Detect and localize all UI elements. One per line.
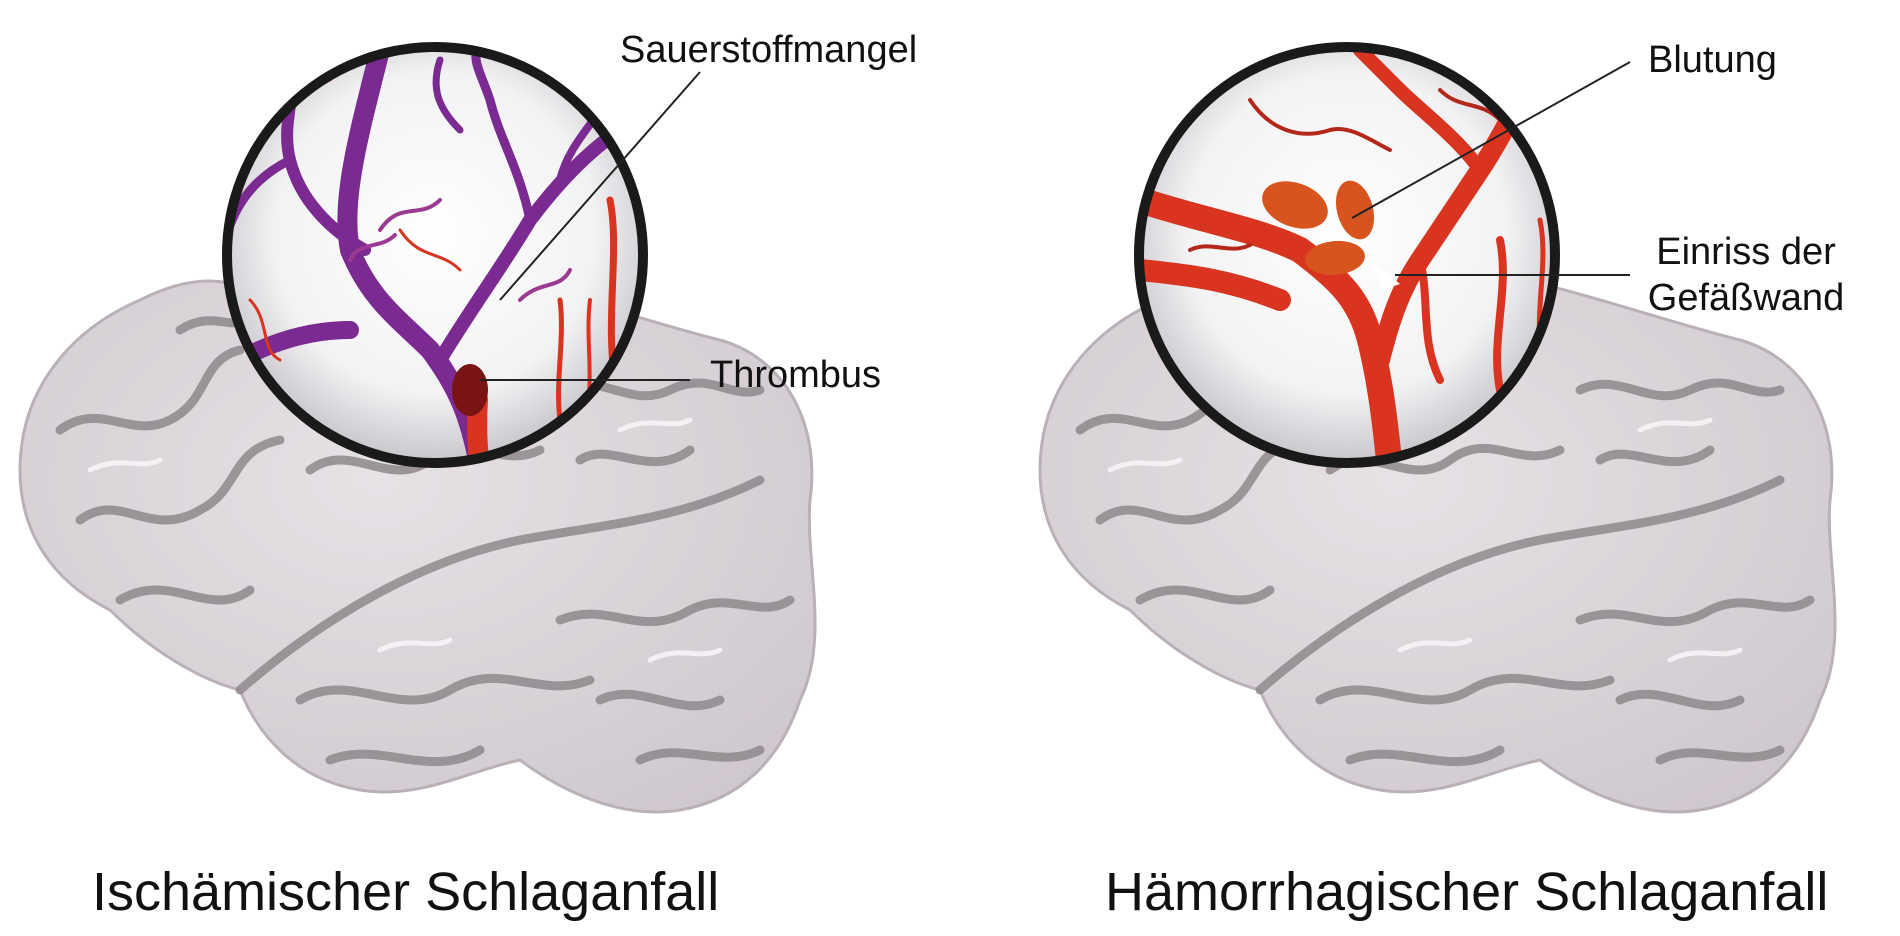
label-tear-line1: Einriss der	[1656, 231, 1836, 273]
label-oxygen-deficiency: Sauerstoffmangel	[620, 29, 918, 71]
magnifier-left	[222, 42, 648, 468]
lens-left-ring	[222, 42, 648, 468]
bleeding-drops	[1262, 180, 1375, 276]
label-vessel-wall-tear: Einriss der Gefäßwand	[1636, 229, 1856, 321]
label-tear-line2: Gefäßwand	[1647, 277, 1845, 319]
vessel-wall-tear	[1372, 262, 1400, 290]
label-bleeding: Blutung	[1648, 39, 1777, 81]
caption-hemorrhagic-stroke: Hämorrhagischer Schlaganfall	[1105, 862, 1829, 922]
magnifier-right	[1134, 42, 1560, 468]
thrombus-clot	[452, 364, 488, 416]
vessels-right	[1139, 47, 1550, 463]
leader-bleeding	[1351, 61, 1631, 219]
leader-oxygen	[499, 71, 701, 301]
label-thrombus: Thrombus	[710, 354, 882, 396]
lens-right-ring	[1134, 42, 1560, 468]
caption-ischemic-stroke: Ischämischer Schlaganfall	[92, 862, 720, 922]
brain-left	[18, 258, 817, 814]
